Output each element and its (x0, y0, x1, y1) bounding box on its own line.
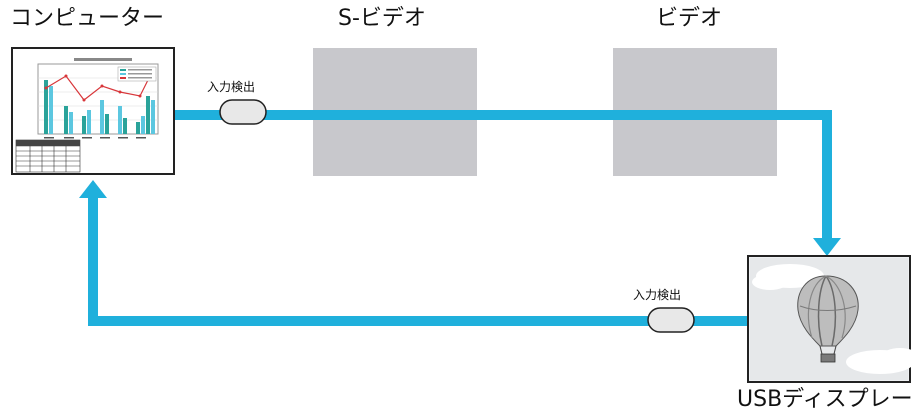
detector-pill-top (219, 99, 267, 125)
flow-arrowhead-down (813, 238, 841, 256)
usb-display-source-title: USBディスプレー (737, 387, 913, 412)
presentation-chart-icon (11, 47, 175, 175)
svideo-source-title: S-ビデオ (338, 6, 426, 31)
flow-line-right-down (822, 110, 832, 240)
flow-line-left-up (88, 196, 98, 326)
flow-arrowhead-up (79, 180, 107, 198)
hot-air-balloon-icon (747, 255, 918, 383)
flow-line-bottom (88, 316, 748, 326)
input-detection-label-bottom: 入力検出 (633, 288, 682, 302)
input-detection-label-top: 入力検出 (207, 80, 256, 94)
video-source-title: ビデオ (656, 6, 723, 31)
detector-pill-bottom (647, 307, 695, 333)
computer-source-title: コンピューター (10, 6, 165, 31)
flow-line-top (174, 110, 832, 120)
